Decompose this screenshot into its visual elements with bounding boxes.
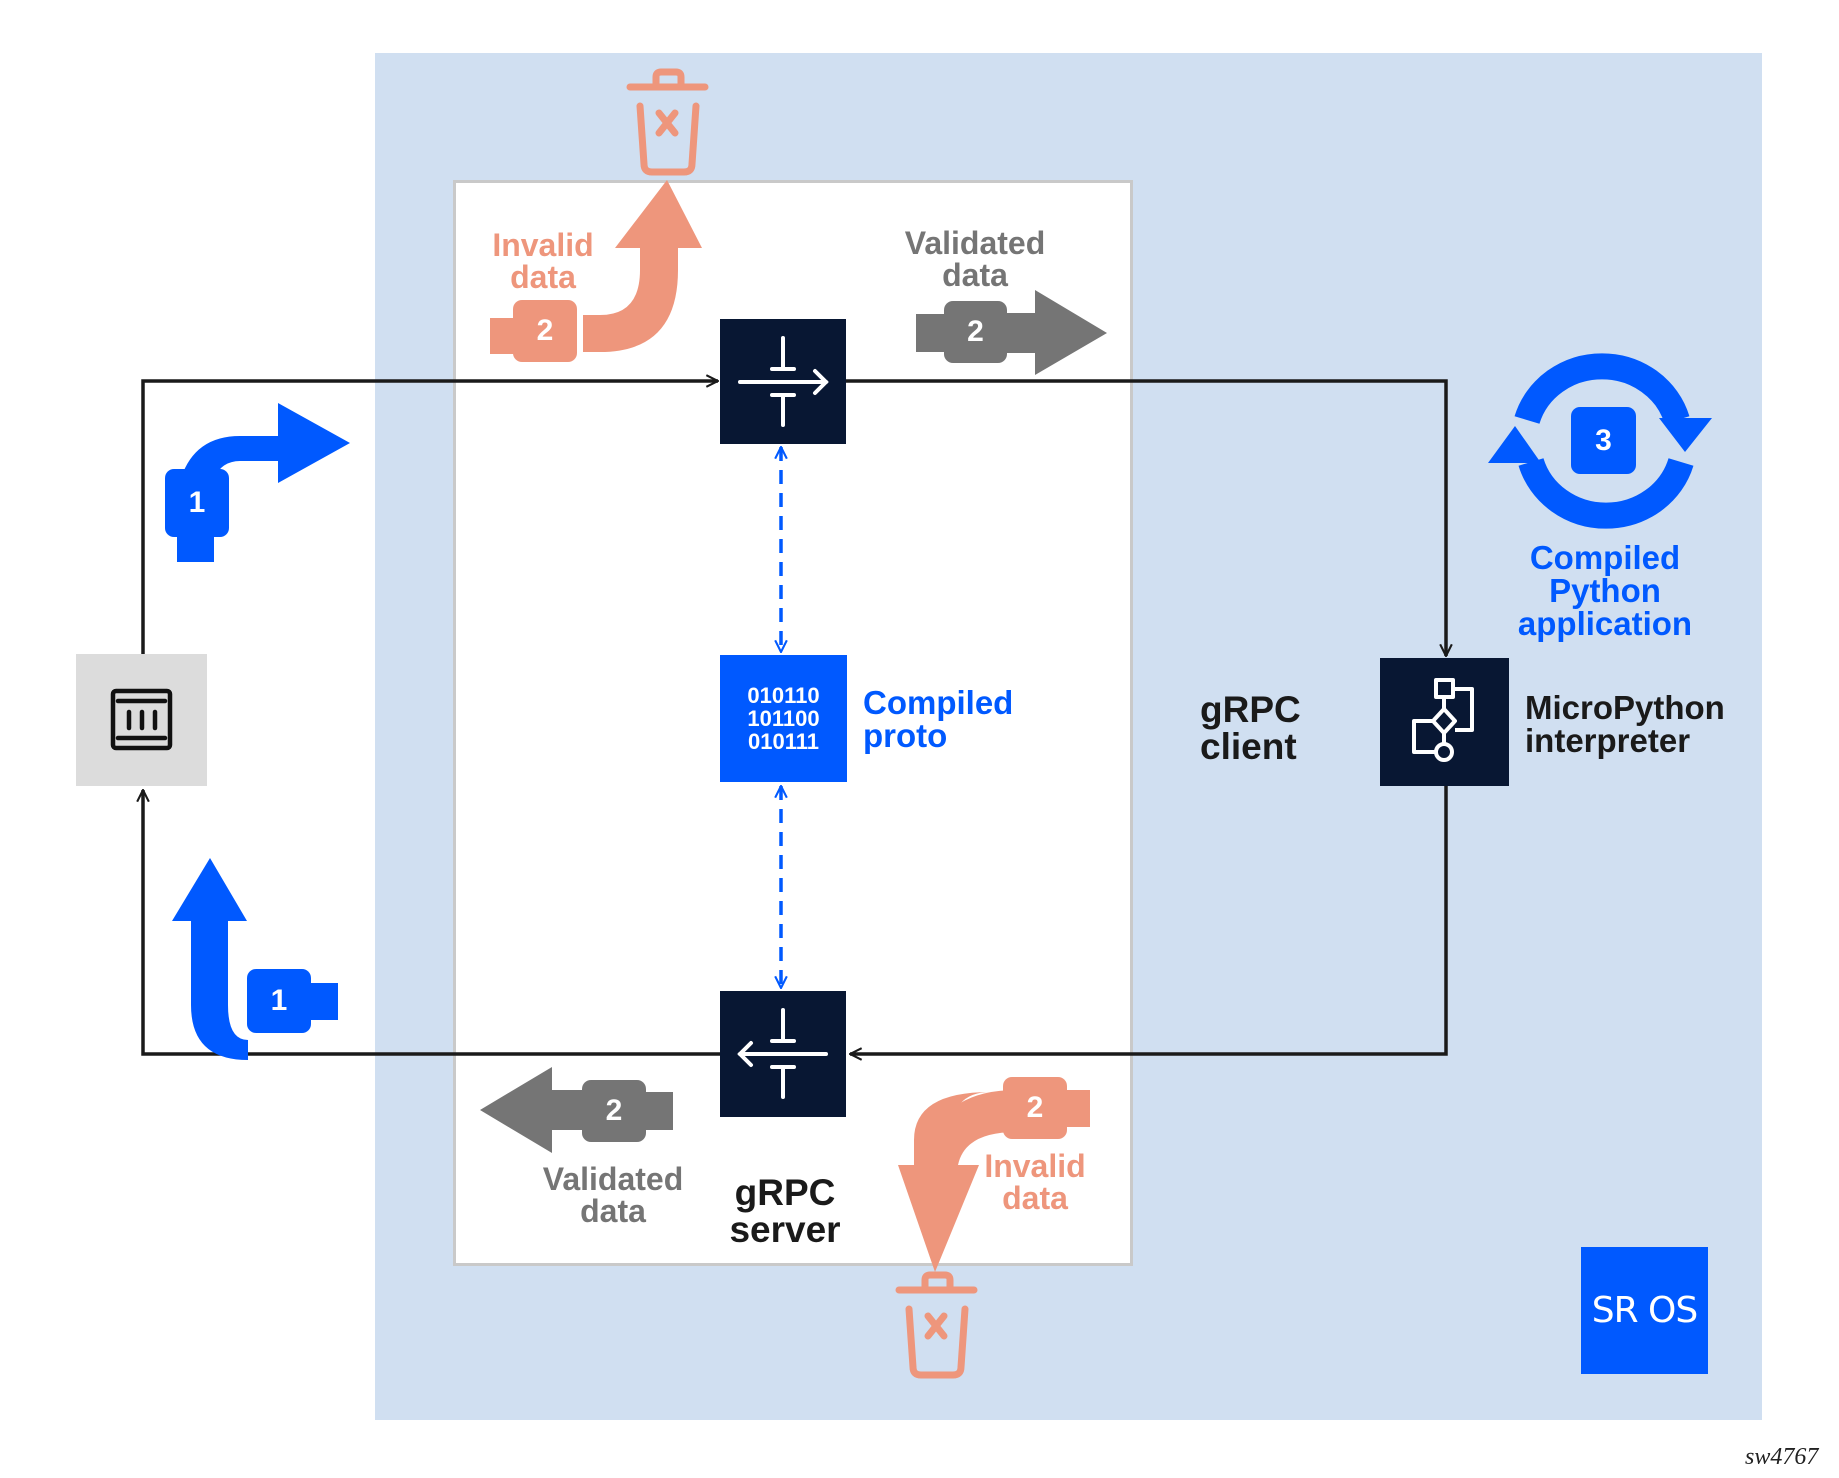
request-connector — [141, 381, 718, 654]
label-line: data — [510, 259, 576, 295]
label-line: Compiled — [863, 684, 1014, 721]
bits-row: 101100 — [747, 706, 820, 731]
binary-icon: 010110 101100 010111 — [720, 684, 847, 753]
request-step-arrow — [165, 403, 350, 562]
invalid-data-label-bottom: Invalid data — [970, 1150, 1100, 1214]
compiled-proto-node[interactable]: 010110 101100 010111 — [720, 655, 847, 782]
step-badge-application: 3 — [1571, 407, 1636, 474]
label-line: data — [1002, 1180, 1068, 1216]
grpc-server-outbound-node[interactable] — [720, 991, 846, 1117]
decode-arrow-right-icon — [738, 336, 829, 427]
micropython-interpreter-node[interactable] — [1380, 658, 1509, 786]
invalid-data-arrow-down — [898, 1077, 1090, 1272]
encode-arrow-left-icon — [737, 1008, 828, 1099]
grpc-client-label: gRPC client — [1200, 691, 1301, 765]
micropython-label: MicroPython interpreter — [1525, 691, 1725, 757]
step-badge-response: 1 — [270, 984, 288, 1017]
label-line: client — [1200, 726, 1297, 767]
label-line: gRPC — [734, 1172, 836, 1213]
reply-connector — [143, 790, 721, 1056]
compiled-python-app-label: Compiled Python application — [1510, 541, 1700, 640]
label-line: interpreter — [1525, 722, 1691, 759]
label-line: Compiled — [1529, 539, 1681, 576]
response-step-arrow — [172, 858, 338, 1060]
label-line: Validated — [904, 225, 1046, 261]
device-icon — [110, 688, 173, 751]
grpc-server-label: gRPC server — [715, 1174, 855, 1248]
validated-data-arrow-right — [916, 290, 1107, 375]
label-line: data — [942, 257, 1008, 293]
trash-icon — [626, 68, 709, 176]
flowchart-icon — [1412, 678, 1474, 762]
label-line: proto — [863, 717, 948, 754]
label-line: gRPC — [1200, 689, 1301, 730]
response-connector — [850, 786, 1448, 1054]
external-device-node[interactable] — [76, 654, 207, 786]
label-line: MicroPython — [1525, 689, 1725, 726]
cycle-icon — [1514, 353, 1694, 529]
compiled-proto-label: Compiled proto — [863, 686, 1013, 752]
sros-badge: SR OS — [1581, 1247, 1708, 1374]
cycle-arrowheads — [1488, 418, 1712, 463]
label-line: Invalid — [984, 1148, 1086, 1184]
bits-row: 010111 — [748, 729, 819, 754]
validated-data-label-bottom: Validated data — [518, 1163, 708, 1227]
label-line: Python — [1549, 572, 1661, 609]
grpc-server-inbound-node[interactable] — [720, 319, 846, 444]
validated-data-label-top: Validated data — [880, 227, 1070, 291]
trash-icon — [895, 1271, 978, 1379]
step-badge-validated-top: 2 — [967, 315, 984, 348]
figure-id: sw4767 — [1745, 1444, 1819, 1470]
label-line: Invalid — [492, 227, 594, 263]
step-badge-invalid-top: 2 — [536, 314, 554, 347]
step-badge-invalid-bottom: 2 — [1026, 1091, 1044, 1124]
client-connector — [846, 379, 1446, 656]
invalid-data-label-top: Invalid data — [478, 229, 608, 293]
label-line: application — [1517, 605, 1693, 642]
invalid-data-arrow-up — [490, 180, 702, 362]
step-badge-request: 1 — [188, 486, 206, 519]
label-line: server — [729, 1209, 841, 1250]
step-badge-validated-bottom: 2 — [605, 1094, 623, 1127]
label-line: data — [580, 1193, 646, 1229]
label-line: Validated — [542, 1161, 684, 1197]
bits-row: 010110 — [747, 683, 820, 708]
validated-data-arrow-left — [480, 1067, 673, 1153]
